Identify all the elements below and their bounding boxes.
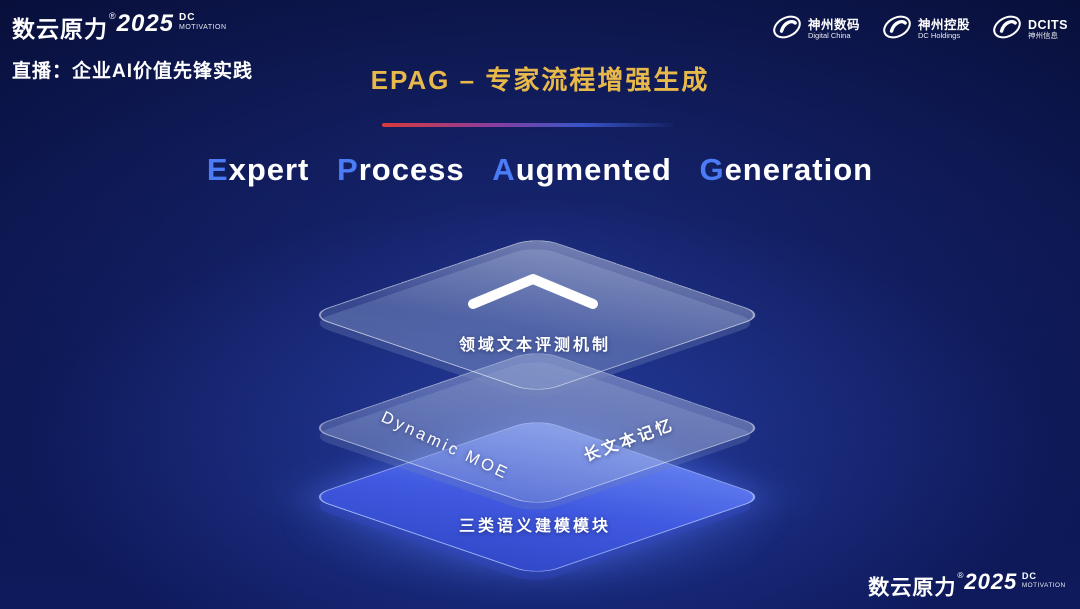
page-title-en: Expert Process Augmented Generation [0,152,1080,188]
brand-tagline-line1: DC [1022,571,1038,582]
partner-name: DCITS [1028,18,1068,32]
swoosh-icon [992,12,1022,47]
partner-name: 神州控股 [917,18,970,32]
partner-digital-china: 神州数码 Digital China [772,12,860,47]
brand-name: 数云原力 [868,575,957,600]
title-word-rest: ugmented [515,152,672,187]
top-layer-label: 领域文本评测机制 [458,337,611,354]
chevron-up-icon [463,270,603,317]
brand-year: 2025 [964,569,1018,595]
partner-subtitle: DC Holdings [917,31,961,41]
title-word-process: Process [337,152,465,187]
partner-name: 神州数码 [807,18,860,32]
swoosh-icon [882,12,912,47]
brand-logo-footer: 数云原力 ® 2025 DC MOTIVATION [869,570,1066,601]
partner-text: 神州数码 Digital China [808,18,860,41]
title-word-rest: xpert [228,152,310,187]
registered-mark: ® [957,570,964,580]
partner-subtitle: Digital China [807,31,851,41]
title-word-rest: rocess [358,152,465,187]
title-lead-letter: A [492,152,516,187]
brand-logo-header: 数云原力 ® 2025 DC MOTIVATION [12,10,227,44]
title-word-expert: Expert [207,152,310,187]
partner-subtitle: 神州信息 [1028,31,1058,41]
title-lead-letter: G [699,152,725,187]
brand-tagline-line2: MOTIVATION [1022,582,1066,589]
partner-dc-holdings: 神州控股 DC Holdings [882,12,970,47]
brand-tagline-line1: DC [179,12,196,23]
bottom-layer-label: 三类语义建模模块 [458,518,611,535]
title-word-rest: eneration [724,152,874,187]
live-banner: 直播：企业AI价值先锋实践 [12,61,254,82]
brand-tagline-line2: MOTIVATION [179,23,227,31]
swoosh-icon [772,12,802,47]
partner-text: DCITS 神州信息 [1028,18,1068,41]
partner-text: 神州控股 DC Holdings [918,18,970,41]
title-word-augmented: Augmented [492,152,672,187]
title-word-generation: Generation [699,152,873,187]
partner-dcits: DCITS 神州信息 [992,12,1068,47]
registered-mark: ® [109,11,116,21]
partner-logos: 神州数码 Digital China 神州控股 DC Holdings [772,12,1068,47]
title-lead-letter: E [206,152,229,187]
brand-tagline: DC MOTIVATION [1022,571,1066,589]
title-lead-letter: P [337,152,359,187]
brand-name: 数云原力 [12,16,108,42]
brand-tagline: DC MOTIVATION [179,12,227,31]
page-title-cn: EPAG – 专家流程增强生成 [370,65,710,95]
gradient-divider [382,123,674,127]
brand-year: 2025 [116,10,175,37]
